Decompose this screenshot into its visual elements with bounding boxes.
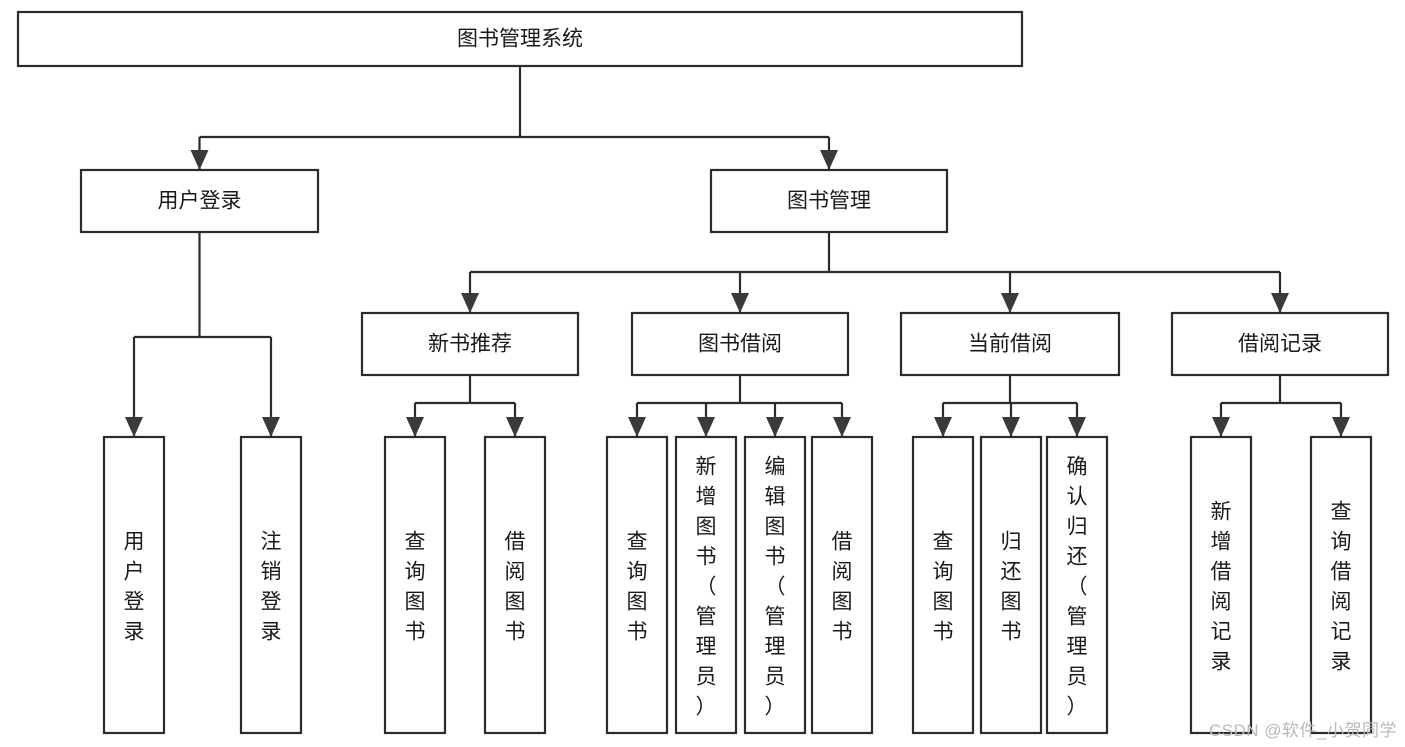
node-label-leaf-query-record: 查询借阅记录 xyxy=(1331,500,1352,673)
node-label-book-manage: 图书管理 xyxy=(787,190,871,213)
node-label-book-borrow: 图书借阅 xyxy=(698,333,782,356)
arrow-head-icon xyxy=(1001,293,1019,313)
node-label-leaf-return-book: 归还图书 xyxy=(1001,530,1022,643)
arrow-head-icon xyxy=(406,417,424,437)
node-box-leaf-query-record xyxy=(1309,435,1373,735)
node-layer: 图书管理系统用户登录图书管理新书推荐图书借阅当前借阅借阅记录用户登录注销登录查询… xyxy=(16,10,1390,735)
node-label-current-borrow: 当前借阅 xyxy=(968,333,1052,356)
node-root[interactable]: 图书管理系统 xyxy=(16,10,1024,68)
arrow-head-icon xyxy=(262,417,280,437)
node-leaf-query-book-1[interactable]: 查询图书 xyxy=(383,435,447,735)
node-leaf-query-record[interactable]: 查询借阅记录 xyxy=(1309,435,1373,735)
node-box-user-login xyxy=(79,168,320,234)
node-label-leaf-borrow-book-1: 借阅图书 xyxy=(505,530,526,643)
arrow-head-icon xyxy=(190,150,209,170)
node-box-book-manage xyxy=(709,168,949,234)
node-leaf-borrow-book-1[interactable]: 借阅图书 xyxy=(483,435,547,735)
node-label-leaf-borrow-book-2: 借阅图书 xyxy=(832,530,853,643)
node-label-leaf-edit-book: 编辑图书（管理员） xyxy=(765,455,786,718)
arrow-head-icon xyxy=(1332,417,1350,437)
node-leaf-logout[interactable]: 注销登录 xyxy=(239,435,303,735)
connector-layer xyxy=(125,66,1350,437)
arrow-head-icon xyxy=(1068,417,1086,437)
node-leaf-query-book-2[interactable]: 查询图书 xyxy=(605,435,669,735)
node-label-leaf-user-login: 用户登录 xyxy=(124,530,145,643)
node-box-current-borrow xyxy=(899,311,1121,377)
arrow-head-icon xyxy=(1212,417,1230,437)
node-box-leaf-edit-book xyxy=(743,435,807,735)
node-new-book-rec[interactable]: 新书推荐 xyxy=(360,311,580,377)
node-box-leaf-user-login xyxy=(102,435,166,735)
node-box-leaf-return-book xyxy=(979,435,1043,735)
node-borrow-record[interactable]: 借阅记录 xyxy=(1170,311,1390,377)
arrow-head-icon xyxy=(1271,293,1289,313)
arrow-head-icon xyxy=(697,417,715,437)
node-leaf-add-book[interactable]: 新增图书（管理员） xyxy=(674,435,738,735)
node-label-root: 图书管理系统 xyxy=(457,28,583,51)
node-leaf-add-record[interactable]: 新增借阅记录 xyxy=(1189,435,1253,735)
node-box-leaf-query-book-2 xyxy=(605,435,669,735)
node-label-user-login: 用户登录 xyxy=(158,190,242,213)
arrow-head-icon xyxy=(820,150,838,170)
arrow-head-icon xyxy=(731,293,749,313)
arrow-head-icon xyxy=(934,417,952,437)
node-label-leaf-query-book-3: 查询图书 xyxy=(933,530,954,643)
node-label-leaf-add-book: 新增图书（管理员） xyxy=(696,455,717,718)
node-box-leaf-add-record xyxy=(1189,435,1253,735)
arrow-head-icon xyxy=(628,417,646,437)
node-leaf-confirm-return[interactable]: 确认归还（管理员） xyxy=(1045,435,1109,735)
node-box-leaf-confirm-return xyxy=(1045,435,1109,735)
node-label-leaf-add-record: 新增借阅记录 xyxy=(1211,500,1232,673)
arrow-head-icon xyxy=(125,417,143,437)
node-leaf-user-login[interactable]: 用户登录 xyxy=(102,435,166,735)
arrow-head-icon xyxy=(506,417,524,437)
node-box-leaf-query-book-1 xyxy=(383,435,447,735)
node-book-borrow[interactable]: 图书借阅 xyxy=(630,311,850,377)
node-box-root xyxy=(16,10,1024,68)
arrow-head-icon xyxy=(766,417,784,437)
node-label-leaf-query-book-2: 查询图书 xyxy=(627,530,648,643)
node-label-leaf-logout: 注销登录 xyxy=(261,530,282,643)
node-book-manage[interactable]: 图书管理 xyxy=(709,168,949,234)
arrow-head-icon xyxy=(833,417,851,437)
node-box-book-borrow xyxy=(630,311,850,377)
node-leaf-edit-book[interactable]: 编辑图书（管理员） xyxy=(743,435,807,735)
node-label-new-book-rec: 新书推荐 xyxy=(428,333,512,356)
node-leaf-query-book-3[interactable]: 查询图书 xyxy=(911,435,975,735)
node-label-leaf-confirm-return: 确认归还（管理员） xyxy=(1067,455,1088,718)
node-label-leaf-query-book-1: 查询图书 xyxy=(405,530,426,643)
node-box-leaf-add-book xyxy=(674,435,738,735)
node-box-leaf-borrow-book-2 xyxy=(810,435,874,735)
arrow-head-icon xyxy=(461,293,479,313)
arrow-head-icon xyxy=(1002,417,1020,437)
node-box-borrow-record xyxy=(1170,311,1390,377)
node-current-borrow[interactable]: 当前借阅 xyxy=(899,311,1121,377)
node-label-borrow-record: 借阅记录 xyxy=(1238,333,1322,356)
node-leaf-return-book[interactable]: 归还图书 xyxy=(979,435,1043,735)
node-box-new-book-rec xyxy=(360,311,580,377)
node-box-leaf-borrow-book-1 xyxy=(483,435,547,735)
node-leaf-borrow-book-2[interactable]: 借阅图书 xyxy=(810,435,874,735)
node-box-leaf-query-book-3 xyxy=(911,435,975,735)
node-user-login[interactable]: 用户登录 xyxy=(79,168,320,234)
node-box-leaf-logout xyxy=(239,435,303,735)
